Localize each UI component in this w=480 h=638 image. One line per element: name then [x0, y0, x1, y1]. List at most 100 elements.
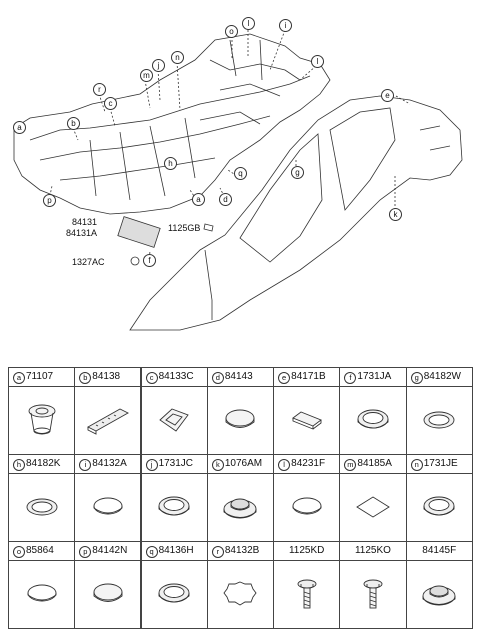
callout-a: a — [192, 193, 205, 206]
part-code: 84143 — [224, 371, 253, 382]
grommet-icon — [142, 474, 207, 541]
part-code: 84138 — [92, 371, 121, 382]
part-code: 84171B — [291, 371, 326, 382]
plug-icon — [208, 561, 273, 628]
label-84131: 84131 — [72, 217, 98, 227]
part-letter: m — [344, 459, 357, 471]
callout-l: l — [242, 17, 255, 30]
bolt-icon — [340, 561, 405, 628]
part-letter: k — [211, 459, 224, 471]
part-code: 1076AM — [224, 458, 263, 469]
part-code: 1731JE — [423, 458, 458, 469]
part-code: 84185A — [357, 458, 392, 469]
part-code: 1125KD — [288, 545, 325, 556]
grommet-icon — [208, 474, 273, 541]
part-letter: r — [211, 546, 224, 558]
callout-f: f — [143, 254, 156, 267]
part-code: 1731JC — [158, 458, 194, 469]
part-letter: a — [13, 372, 25, 384]
callout-i: i — [279, 19, 292, 32]
callout-d: d — [219, 193, 232, 206]
part-code: 84132A — [92, 458, 127, 469]
label-1327ac: 1327AC — [72, 257, 105, 267]
sheet-icon — [340, 474, 405, 541]
part-letter: b — [79, 372, 92, 384]
callout-l-2: l — [311, 55, 324, 68]
callout-b: b — [67, 117, 80, 130]
part-code: 71107 — [26, 371, 54, 382]
part-cell: 1125KD — [273, 541, 341, 629]
oval-plug-icon — [208, 387, 273, 454]
part-code: 84136H — [158, 545, 194, 556]
part-letter: o — [13, 546, 25, 558]
part-letter: g — [410, 372, 423, 384]
bolt-icon — [274, 561, 339, 628]
part-cell: 1125KO — [339, 541, 407, 629]
part-letter: n — [410, 459, 423, 471]
part-letter: c — [145, 372, 158, 384]
oval-plug-icon — [75, 561, 140, 628]
callout-g: g — [291, 166, 304, 179]
callout-h: h — [164, 157, 177, 170]
square-ring-icon — [142, 387, 207, 454]
body-illustration — [13, 29, 463, 331]
callout-j: j — [152, 59, 165, 72]
part-letter: q — [145, 546, 158, 558]
body-floor-diagram: o l i n j m l r c e b a h q g d a k p f … — [13, 17, 463, 331]
label-1125gb: 1125GB — [168, 223, 201, 233]
part-code: 1731JA — [357, 371, 392, 382]
grommet-icon — [340, 387, 405, 454]
part-code: 84132B — [224, 545, 260, 556]
pad-icon — [274, 387, 339, 454]
ring-icon — [407, 387, 472, 454]
callout-o: o — [225, 25, 238, 38]
part-letter: p — [79, 546, 92, 558]
part-code: 84142N — [92, 545, 128, 556]
part-code: 84182K — [26, 458, 61, 469]
callout-q: q — [234, 167, 247, 180]
part-code: 1125KO — [354, 545, 391, 556]
callout-p: p — [43, 194, 56, 207]
callout-k: k — [389, 208, 402, 221]
part-header: 1125KD — [274, 542, 340, 561]
grommet-icon — [407, 474, 472, 541]
part-code: 84145F — [422, 545, 457, 556]
grommet-icon — [142, 561, 207, 628]
callout-a-top: a — [13, 121, 26, 134]
part-cell: 84145F — [405, 541, 473, 629]
part-header: 1125KO — [340, 542, 406, 561]
plug-icon — [274, 474, 339, 541]
grommet-icon — [9, 387, 74, 454]
callout-e: e — [381, 89, 394, 102]
part-code: 85864 — [26, 545, 54, 556]
part-letter: i — [79, 459, 92, 471]
pad-icon — [75, 387, 140, 454]
